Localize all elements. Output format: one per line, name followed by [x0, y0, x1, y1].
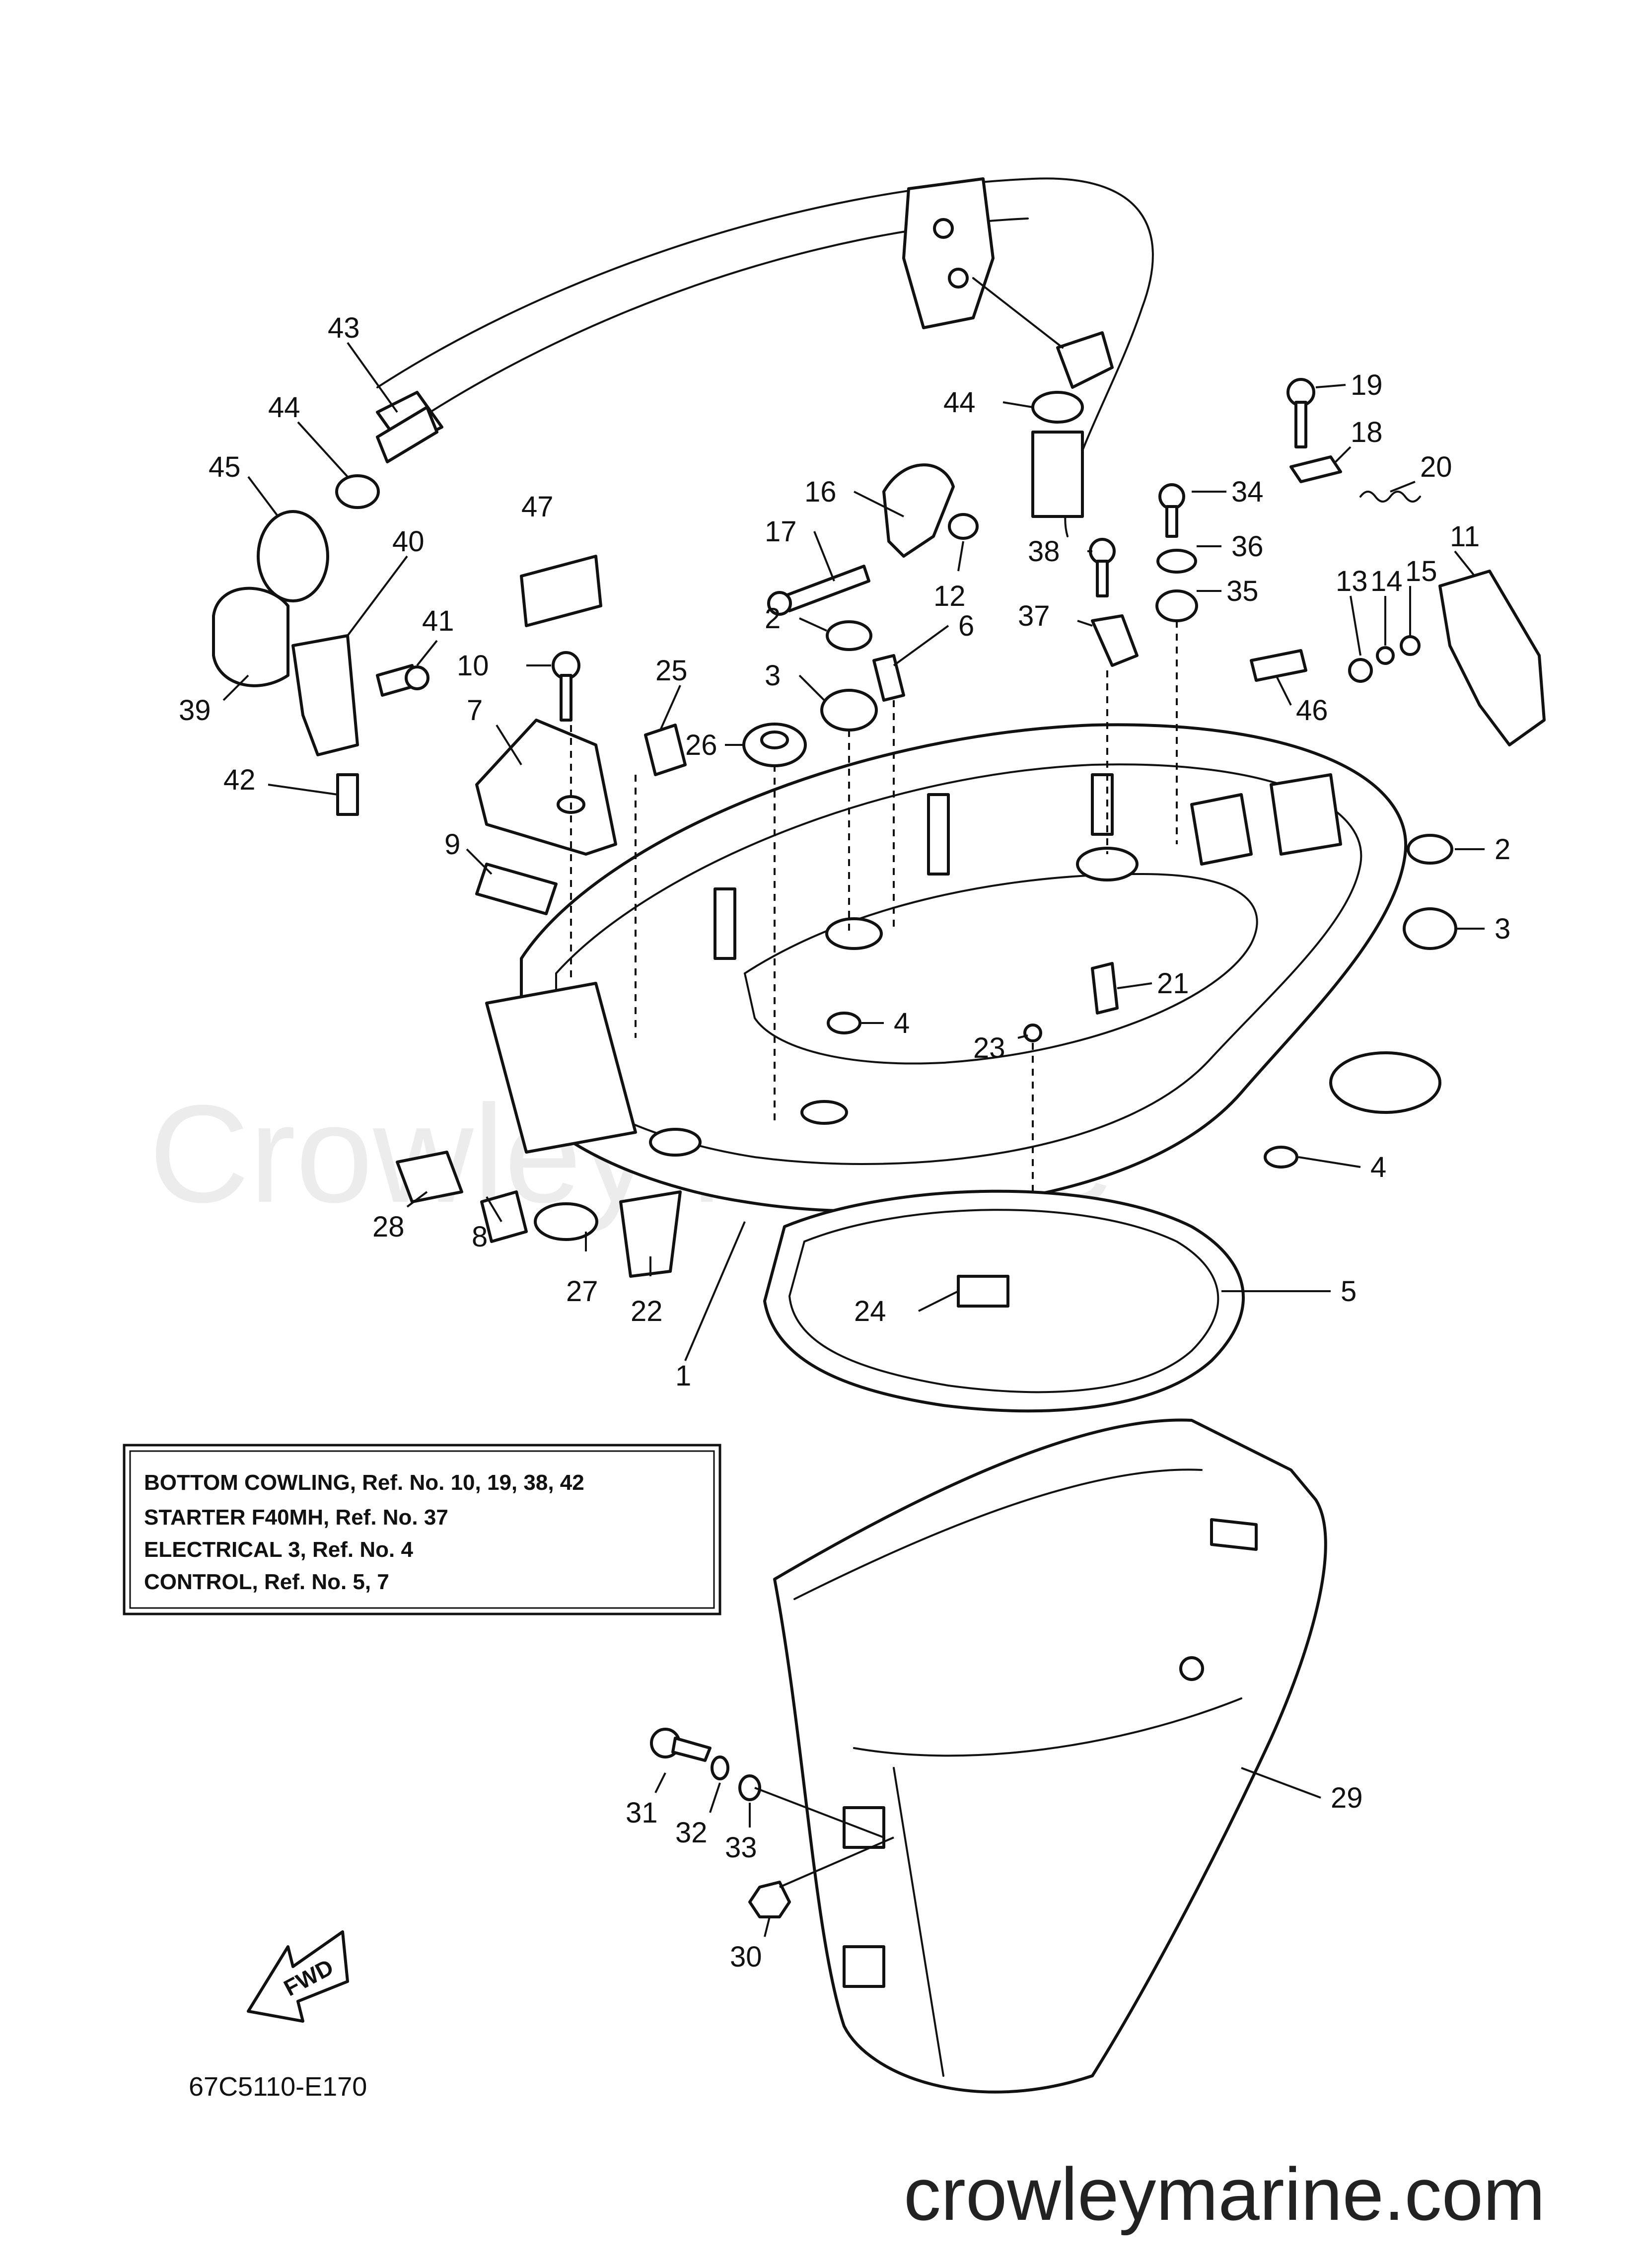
callout-2: 2 [1495, 833, 1510, 866]
callout-3: 3 [765, 659, 781, 692]
callout-18: 18 [1351, 416, 1383, 448]
callout-33: 33 [725, 1831, 757, 1864]
callout-40: 40 [392, 525, 425, 558]
callout-26: 26 [685, 729, 717, 761]
leader-lines [222, 342, 1485, 1937]
callout-44: 44 [268, 391, 300, 424]
callout-32: 32 [675, 1817, 708, 1849]
callout-44: 44 [943, 386, 976, 419]
small-parts [212, 378, 1546, 1918]
callout-28: 28 [372, 1211, 405, 1243]
bottom-cowling-body [485, 723, 1441, 1213]
diagram-code: 67C5110-E170 [189, 2072, 367, 2102]
fwd-arrow: FWD [247, 1930, 349, 2023]
reference-line-1: BOTTOM COWLING, Ref. No. 10, 19, 38, 42 [144, 1470, 584, 1495]
callout-46: 46 [1296, 694, 1328, 727]
callout-22: 22 [631, 1295, 663, 1327]
callout-2: 2 [765, 602, 781, 635]
callout-47: 47 [521, 491, 554, 523]
callout-29: 29 [1331, 1782, 1363, 1814]
callout-4: 4 [894, 1007, 910, 1039]
callout-41: 41 [422, 605, 454, 637]
callout-25: 25 [655, 655, 688, 687]
callout-9: 9 [444, 828, 460, 861]
callout-45: 45 [209, 451, 241, 483]
callout-8: 8 [472, 1221, 488, 1253]
callout-38: 38 [1028, 535, 1060, 568]
callout-labels: 1 2 2 3 3 4 4 5 6 7 8 9 10 11 12 13 14 1… [179, 312, 1510, 1973]
callout-16: 16 [804, 476, 837, 508]
callout-17: 17 [765, 515, 797, 548]
callout-7: 7 [467, 694, 483, 727]
callout-24: 24 [854, 1295, 886, 1327]
steering-bracket [902, 177, 1114, 389]
callout-34: 34 [1231, 476, 1264, 508]
callout-11: 11 [1450, 520, 1480, 553]
callout-20: 20 [1420, 451, 1452, 483]
reference-line-4: CONTROL, Ref. No. 5, 7 [144, 1570, 389, 1594]
callout-1: 1 [675, 1360, 691, 1392]
callout-21: 21 [1157, 967, 1189, 1000]
reference-line-2: STARTER F40MH, Ref. No. 37 [144, 1505, 448, 1530]
callout-19: 19 [1351, 369, 1383, 401]
lower-cowling [773, 1418, 1327, 2094]
callout-13: 13 [1336, 565, 1368, 597]
callout-31: 31 [626, 1797, 658, 1829]
callout-14: 14 [1370, 565, 1403, 597]
callout-39: 39 [179, 694, 211, 727]
callout-42: 42 [223, 764, 256, 796]
callout-5: 5 [1341, 1275, 1356, 1308]
callout-36: 36 [1231, 530, 1264, 563]
callout-6: 6 [958, 610, 974, 642]
website-text: crowleymarine.com [904, 2152, 1545, 2236]
callout-30: 30 [730, 1941, 762, 1973]
callout-37: 37 [1018, 600, 1050, 632]
callout-4: 4 [1370, 1151, 1386, 1183]
reference-box: BOTTOM COWLING, Ref. No. 10, 19, 38, 42 … [123, 1444, 721, 1615]
callout-12: 12 [933, 580, 966, 612]
callout-27: 27 [566, 1275, 598, 1308]
callout-35: 35 [1226, 575, 1259, 607]
reference-line-3: ELECTRICAL 3, Ref. No. 4 [144, 1537, 413, 1562]
callout-23: 23 [973, 1032, 1005, 1064]
callout-15: 15 [1405, 555, 1437, 587]
callout-10: 10 [457, 650, 489, 682]
callout-3: 3 [1495, 913, 1510, 945]
callout-43: 43 [328, 312, 360, 344]
